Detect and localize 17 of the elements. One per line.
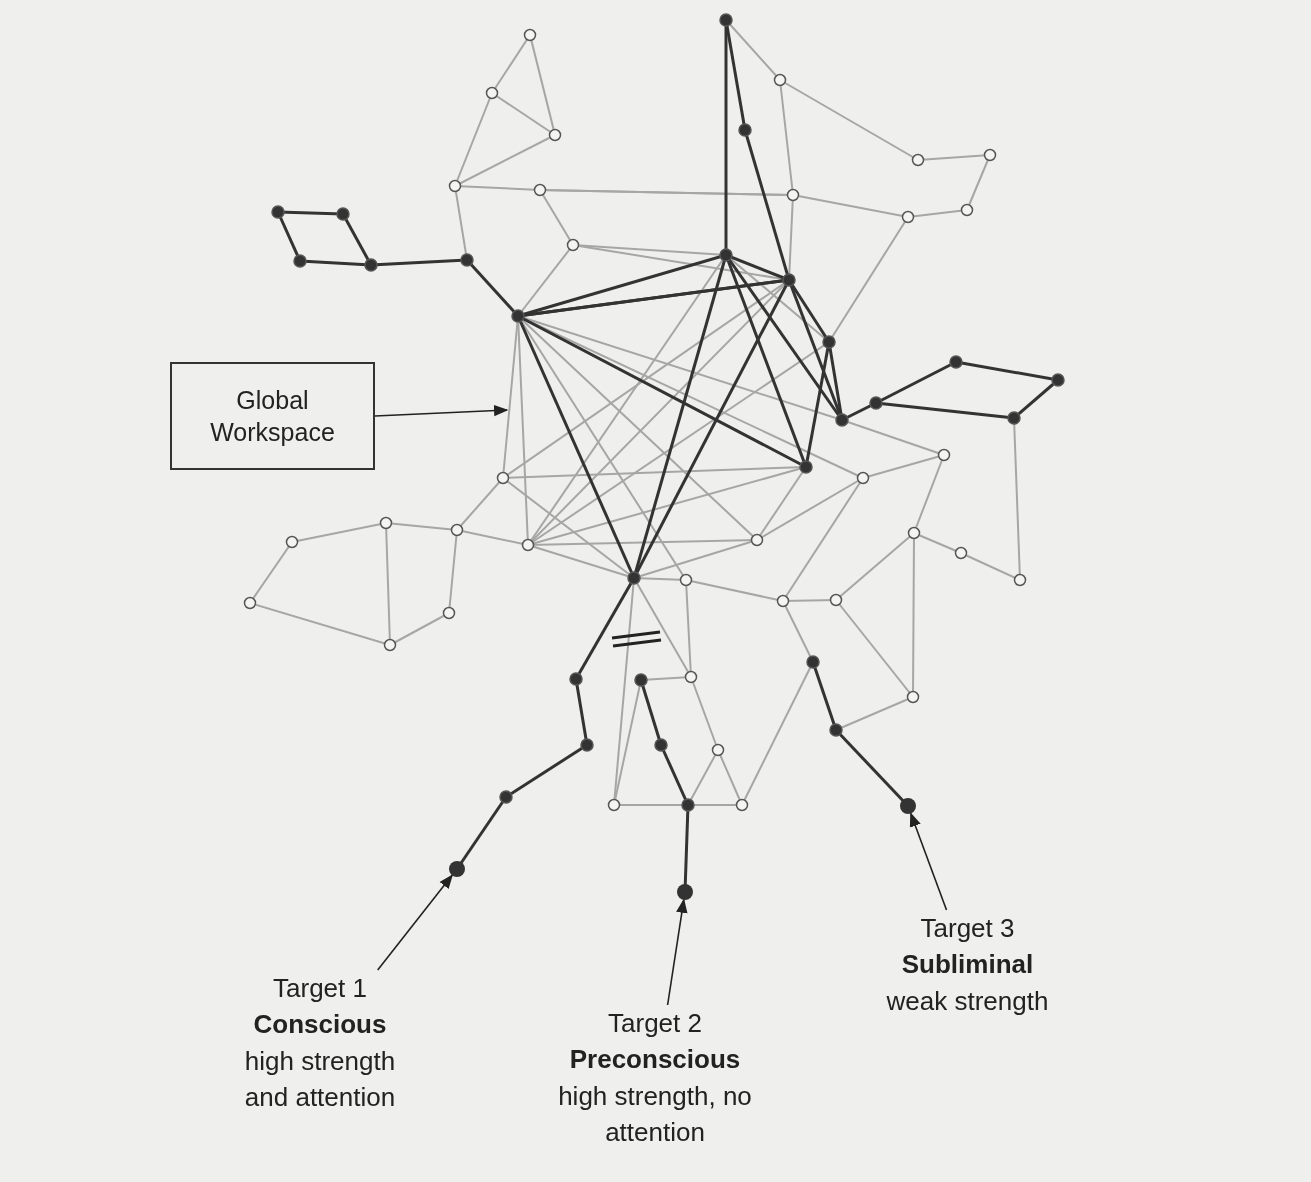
leader-line: [909, 812, 948, 911]
network-node-dot: [900, 798, 916, 814]
network-node-dot: [449, 861, 465, 877]
leader-line: [376, 874, 453, 971]
category-heading: Conscious: [252, 1008, 388, 1042]
leader-line: [666, 898, 688, 1006]
description-text: weak strength: [885, 984, 1050, 1018]
target-label: Target 2: [607, 1007, 703, 1040]
description-text: high strength and attention: [243, 1044, 397, 1115]
category-heading: Subliminal: [900, 948, 1035, 982]
target-label: Target 3: [919, 912, 1016, 945]
category-heading: Preconscious: [568, 1043, 742, 1077]
network-node-dot: [677, 884, 693, 900]
label-box: Global Workspace: [170, 362, 375, 470]
description-text: high strength, no attention: [557, 1079, 753, 1150]
target-label: Target 1: [272, 972, 368, 1005]
arrow: [374, 404, 509, 417]
